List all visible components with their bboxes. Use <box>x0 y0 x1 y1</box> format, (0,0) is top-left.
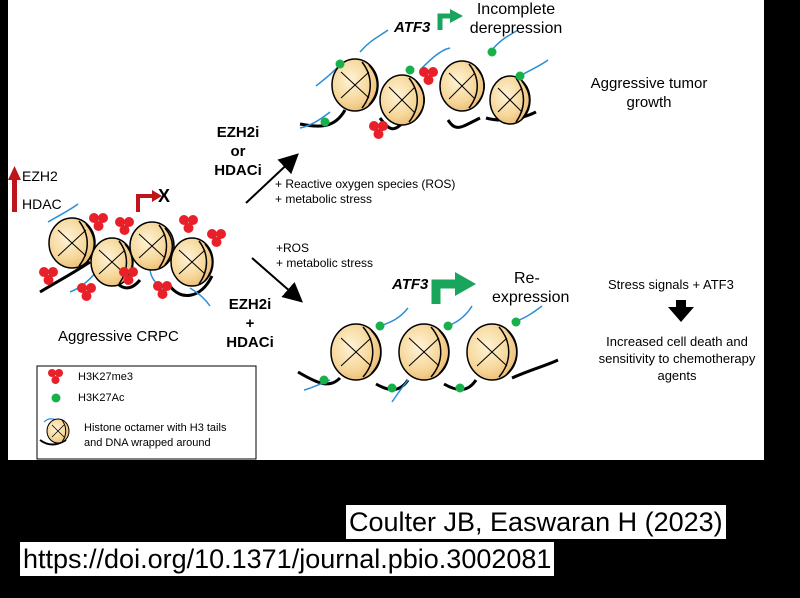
citation-doi-link[interactable]: https://doi.org/10.1371/journal.pbio.300… <box>20 542 555 576</box>
bottom-treatment-line3: HDACi <box>226 334 274 351</box>
bottom-atf3-arrow-icon <box>431 279 458 304</box>
bottom-result-line2: sensitivity to chemotherapy <box>598 351 756 366</box>
methyl-mark <box>419 67 438 85</box>
methyl-mark <box>119 267 138 285</box>
methyl-mark <box>115 217 134 235</box>
methyl-mark <box>153 281 172 299</box>
down-arrow-icon <box>668 300 694 322</box>
acetyl-mark <box>319 375 329 385</box>
top-gene-label: ATF3 <box>394 19 431 36</box>
bottom-condition-text: +ROS + metabolic stress <box>276 241 373 271</box>
bottom-outcome-line2: expression <box>492 289 570 306</box>
top-outcome-line1: Incomplete <box>476 1 556 18</box>
top-condition-line1: + Reactive oxygen species (ROS) <box>275 177 456 191</box>
legend-item-methyl: H3K27me3 <box>78 371 134 383</box>
bottom-treatment-line1: EZH2i <box>228 296 272 313</box>
top-condition-text: + Reactive oxygen species (ROS) + metabo… <box>275 177 455 207</box>
bottom-condition-line1: +ROS <box>276 241 310 255</box>
blocked-transcription-icon <box>136 194 154 212</box>
bottom-treatment-line2: + <box>245 315 255 332</box>
acetyl-mark <box>320 117 330 127</box>
acetyl-mark <box>335 59 345 69</box>
bottom-chromatin-cluster <box>297 305 559 403</box>
bottom-result-line1: Increased cell death and <box>606 334 748 349</box>
legend-box <box>36 365 257 460</box>
acetyl-mark <box>387 383 397 393</box>
methyl-mark <box>179 215 198 233</box>
bottom-treatment-text: EZH2i + HDACi <box>218 295 282 352</box>
acetyl-mark <box>511 317 521 327</box>
methyl-mark <box>39 267 58 285</box>
top-treatment-line1: EZH2i <box>216 124 260 141</box>
top-outcome-text: Incomplete derepression <box>462 0 570 38</box>
methyl-mark <box>207 229 226 247</box>
bottom-gene-label: ATF3 <box>392 276 429 293</box>
bottom-outcome-line1: Re- <box>514 270 540 287</box>
increase-arrow-icon <box>8 166 21 212</box>
legend-item-nucleosome: Histone octamer with H3 tails and DNA wr… <box>84 421 226 451</box>
marker-hdac: HDAC <box>22 196 62 212</box>
arrow-to-bottom-path <box>251 257 304 303</box>
crpc-chromatin-cluster <box>39 203 226 307</box>
top-chromatin-cluster <box>299 29 549 139</box>
citation-authors: Coulter JB, Easwaran H (2023) <box>346 505 726 539</box>
top-treatment-line2: or <box>230 143 246 160</box>
top-outcome-line2: derepression <box>469 20 563 37</box>
methyl-mark <box>369 121 388 139</box>
marker-ezh2: EZH2 <box>22 168 58 184</box>
blocked-x-symbol: X <box>158 186 171 206</box>
acetyl-mark <box>455 383 465 393</box>
stress-signal-text: Stress signals + ATF3 <box>608 277 734 292</box>
bottom-outcome-text: Re- expression <box>492 269 569 307</box>
top-condition-line2: + metabolic stress <box>275 192 373 206</box>
bottom-condition-line2: + metabolic stress <box>276 256 374 270</box>
bottom-result-line3: agents <box>657 368 697 383</box>
acetyl-mark <box>487 47 497 57</box>
methyl-mark <box>77 283 96 301</box>
legend-item3-line1: Histone octamer with H3 tails <box>84 422 227 434</box>
arrow-to-top-path <box>245 153 299 204</box>
acetyl-mark <box>515 71 525 81</box>
legend-nucleosome-icon <box>39 418 70 446</box>
top-treatment-line3: HDACi <box>214 162 262 179</box>
legend-item-acetyl: H3K27Ac <box>78 392 125 404</box>
legend-acetyl-icon <box>51 393 61 403</box>
acetyl-mark <box>443 321 453 331</box>
top-result-line2: growth <box>626 94 672 111</box>
crpc-label: Aggressive CRPC <box>58 328 179 345</box>
top-result-text: Aggressive tumor growth <box>578 74 720 112</box>
bottom-result-text: Increased cell death and sensitivity to … <box>584 333 770 384</box>
acetyl-mark <box>405 65 415 75</box>
methyl-mark <box>89 213 108 231</box>
top-treatment-text: EZH2i or HDACi <box>206 123 270 180</box>
top-atf3-arrow-icon <box>437 13 452 30</box>
legend-item3-line2: and DNA wrapped around <box>84 437 211 449</box>
top-result-line1: Aggressive tumor <box>590 75 708 92</box>
legend-methyl-icon <box>48 369 63 384</box>
acetyl-mark <box>375 321 385 331</box>
